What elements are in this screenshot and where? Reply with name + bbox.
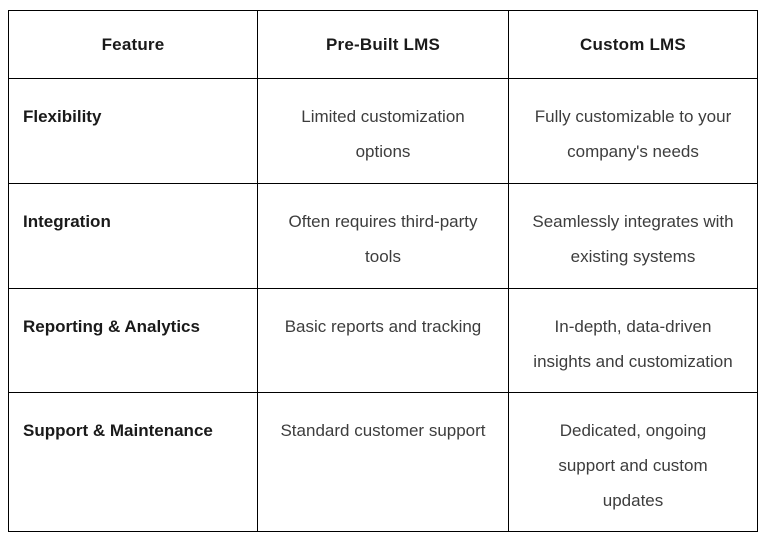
table-row: Flexibility Limited customization option… bbox=[8, 78, 758, 184]
header-feature: Feature bbox=[8, 10, 258, 79]
cell-custom: Fully customizable to your company's nee… bbox=[508, 78, 758, 184]
cell-feature: Flexibility bbox=[8, 78, 258, 184]
cell-custom: Seamlessly integrates with existing syst… bbox=[508, 183, 758, 289]
cell-prebuilt: Basic reports and tracking bbox=[257, 288, 509, 393]
header-prebuilt-lms: Pre-Built LMS bbox=[257, 10, 509, 79]
table-row: Support & Maintenance Standard customer … bbox=[8, 392, 758, 532]
header-row: Feature Pre-Built LMS Custom LMS bbox=[8, 10, 758, 79]
cell-prebuilt: Standard customer support bbox=[257, 392, 509, 532]
header-custom-lms: Custom LMS bbox=[508, 10, 758, 79]
table-row: Reporting & Analytics Basic reports and … bbox=[8, 288, 758, 393]
table-row: Integration Often requires third-party t… bbox=[8, 183, 758, 289]
cell-prebuilt: Limited customization options bbox=[257, 78, 509, 184]
cell-feature: Integration bbox=[8, 183, 258, 289]
cell-custom: Dedicated, ongoing support and custom up… bbox=[508, 392, 758, 532]
cell-custom: In-depth, data-driven insights and custo… bbox=[508, 288, 758, 393]
cell-feature: Reporting & Analytics bbox=[8, 288, 258, 393]
cell-feature: Support & Maintenance bbox=[8, 392, 258, 532]
comparison-table: Feature Pre-Built LMS Custom LMS Flexibi… bbox=[8, 10, 758, 532]
cell-prebuilt: Often requires third-party tools bbox=[257, 183, 509, 289]
